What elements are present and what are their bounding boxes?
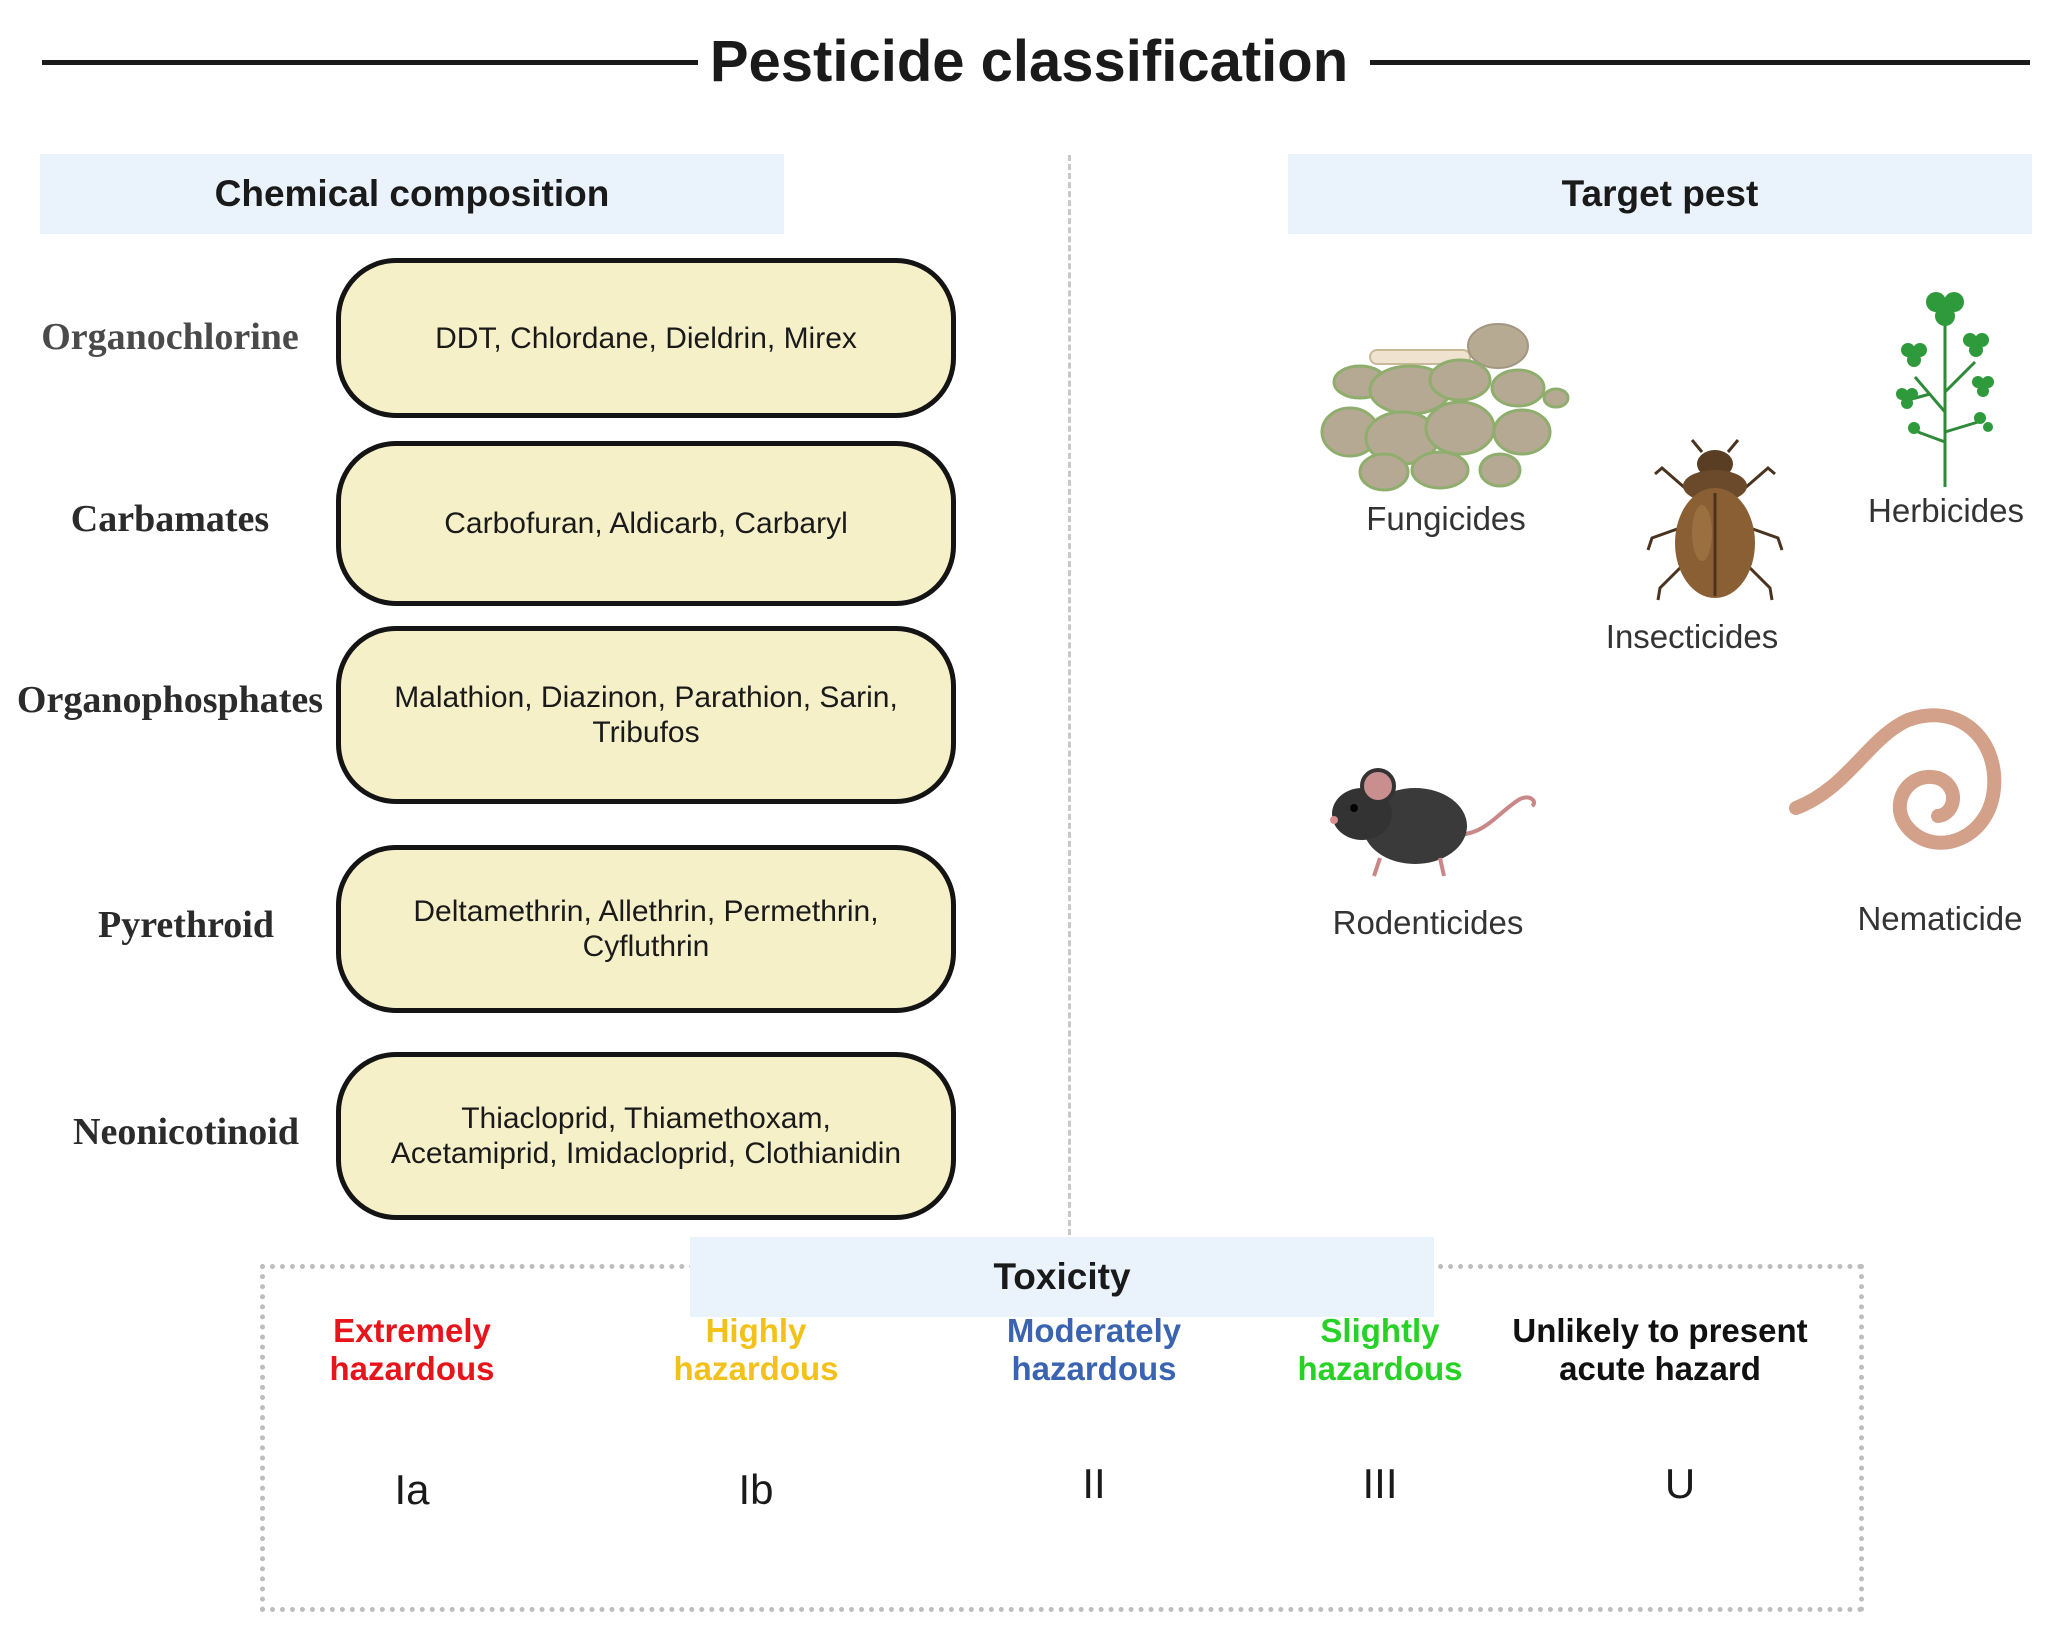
- column-divider: [1068, 155, 1071, 1235]
- pest-label-rodenticides: Rodenticides: [1332, 904, 1524, 941]
- class-ii: II: [1082, 1460, 1106, 1507]
- title-rule-left: [42, 60, 722, 65]
- pest-label-herbicides: Herbicides: [1868, 492, 2024, 529]
- clover-plant-icon: [1896, 292, 1994, 487]
- examples-neonicotinoid: Thiacloprid, Thiamethoxam, Acetamiprid, …: [336, 1052, 956, 1220]
- pest-label-insecticides: Insecticides: [1605, 618, 1779, 655]
- nematode-icon: [1789, 708, 2002, 850]
- examples-carbamates: Carbofuran, Aldicarb, Carbaryl: [336, 441, 956, 606]
- mouse-icon: [1330, 768, 1537, 877]
- pest-label-fungicides: Fungicides: [1366, 500, 1526, 537]
- target-pest-header: Target pest: [1288, 154, 2032, 234]
- class-ia: Ia: [394, 1466, 430, 1513]
- class-label-carbamates: Carbamates: [70, 498, 270, 540]
- examples-organophosphates: Malathion, Diazinon, Parathion, Sarin, T…: [336, 626, 956, 804]
- chemical-composition-header: Chemical composition: [40, 154, 784, 234]
- examples-pyrethroid: Deltamethrin, Allethrin, Permethrin, Cyf…: [336, 845, 956, 1013]
- pest-label-nematicide: Nematicide: [1857, 900, 2023, 937]
- class-label-organophosphates: Organophosphates: [16, 679, 324, 721]
- class-label-neonicotinoid: Neonicotinoid: [73, 1111, 299, 1153]
- class-iii: III: [1362, 1460, 1398, 1507]
- toxicity-header: Toxicity: [690, 1237, 1434, 1317]
- class-label-organochlorine: Organochlorine: [41, 316, 299, 358]
- fungus-icon: [1320, 323, 1570, 492]
- page-title: Pesticide classification: [0, 22, 2058, 102]
- beetle-icon: [1646, 439, 1784, 601]
- examples-organochlorine: DDT, Chlordane, Dieldrin, Mirex: [336, 258, 956, 418]
- title-rule-right: [1370, 60, 2030, 65]
- class-u: U: [1664, 1460, 1696, 1507]
- class-ib: Ib: [738, 1466, 774, 1513]
- class-label-pyrethroid: Pyrethroid: [98, 904, 274, 946]
